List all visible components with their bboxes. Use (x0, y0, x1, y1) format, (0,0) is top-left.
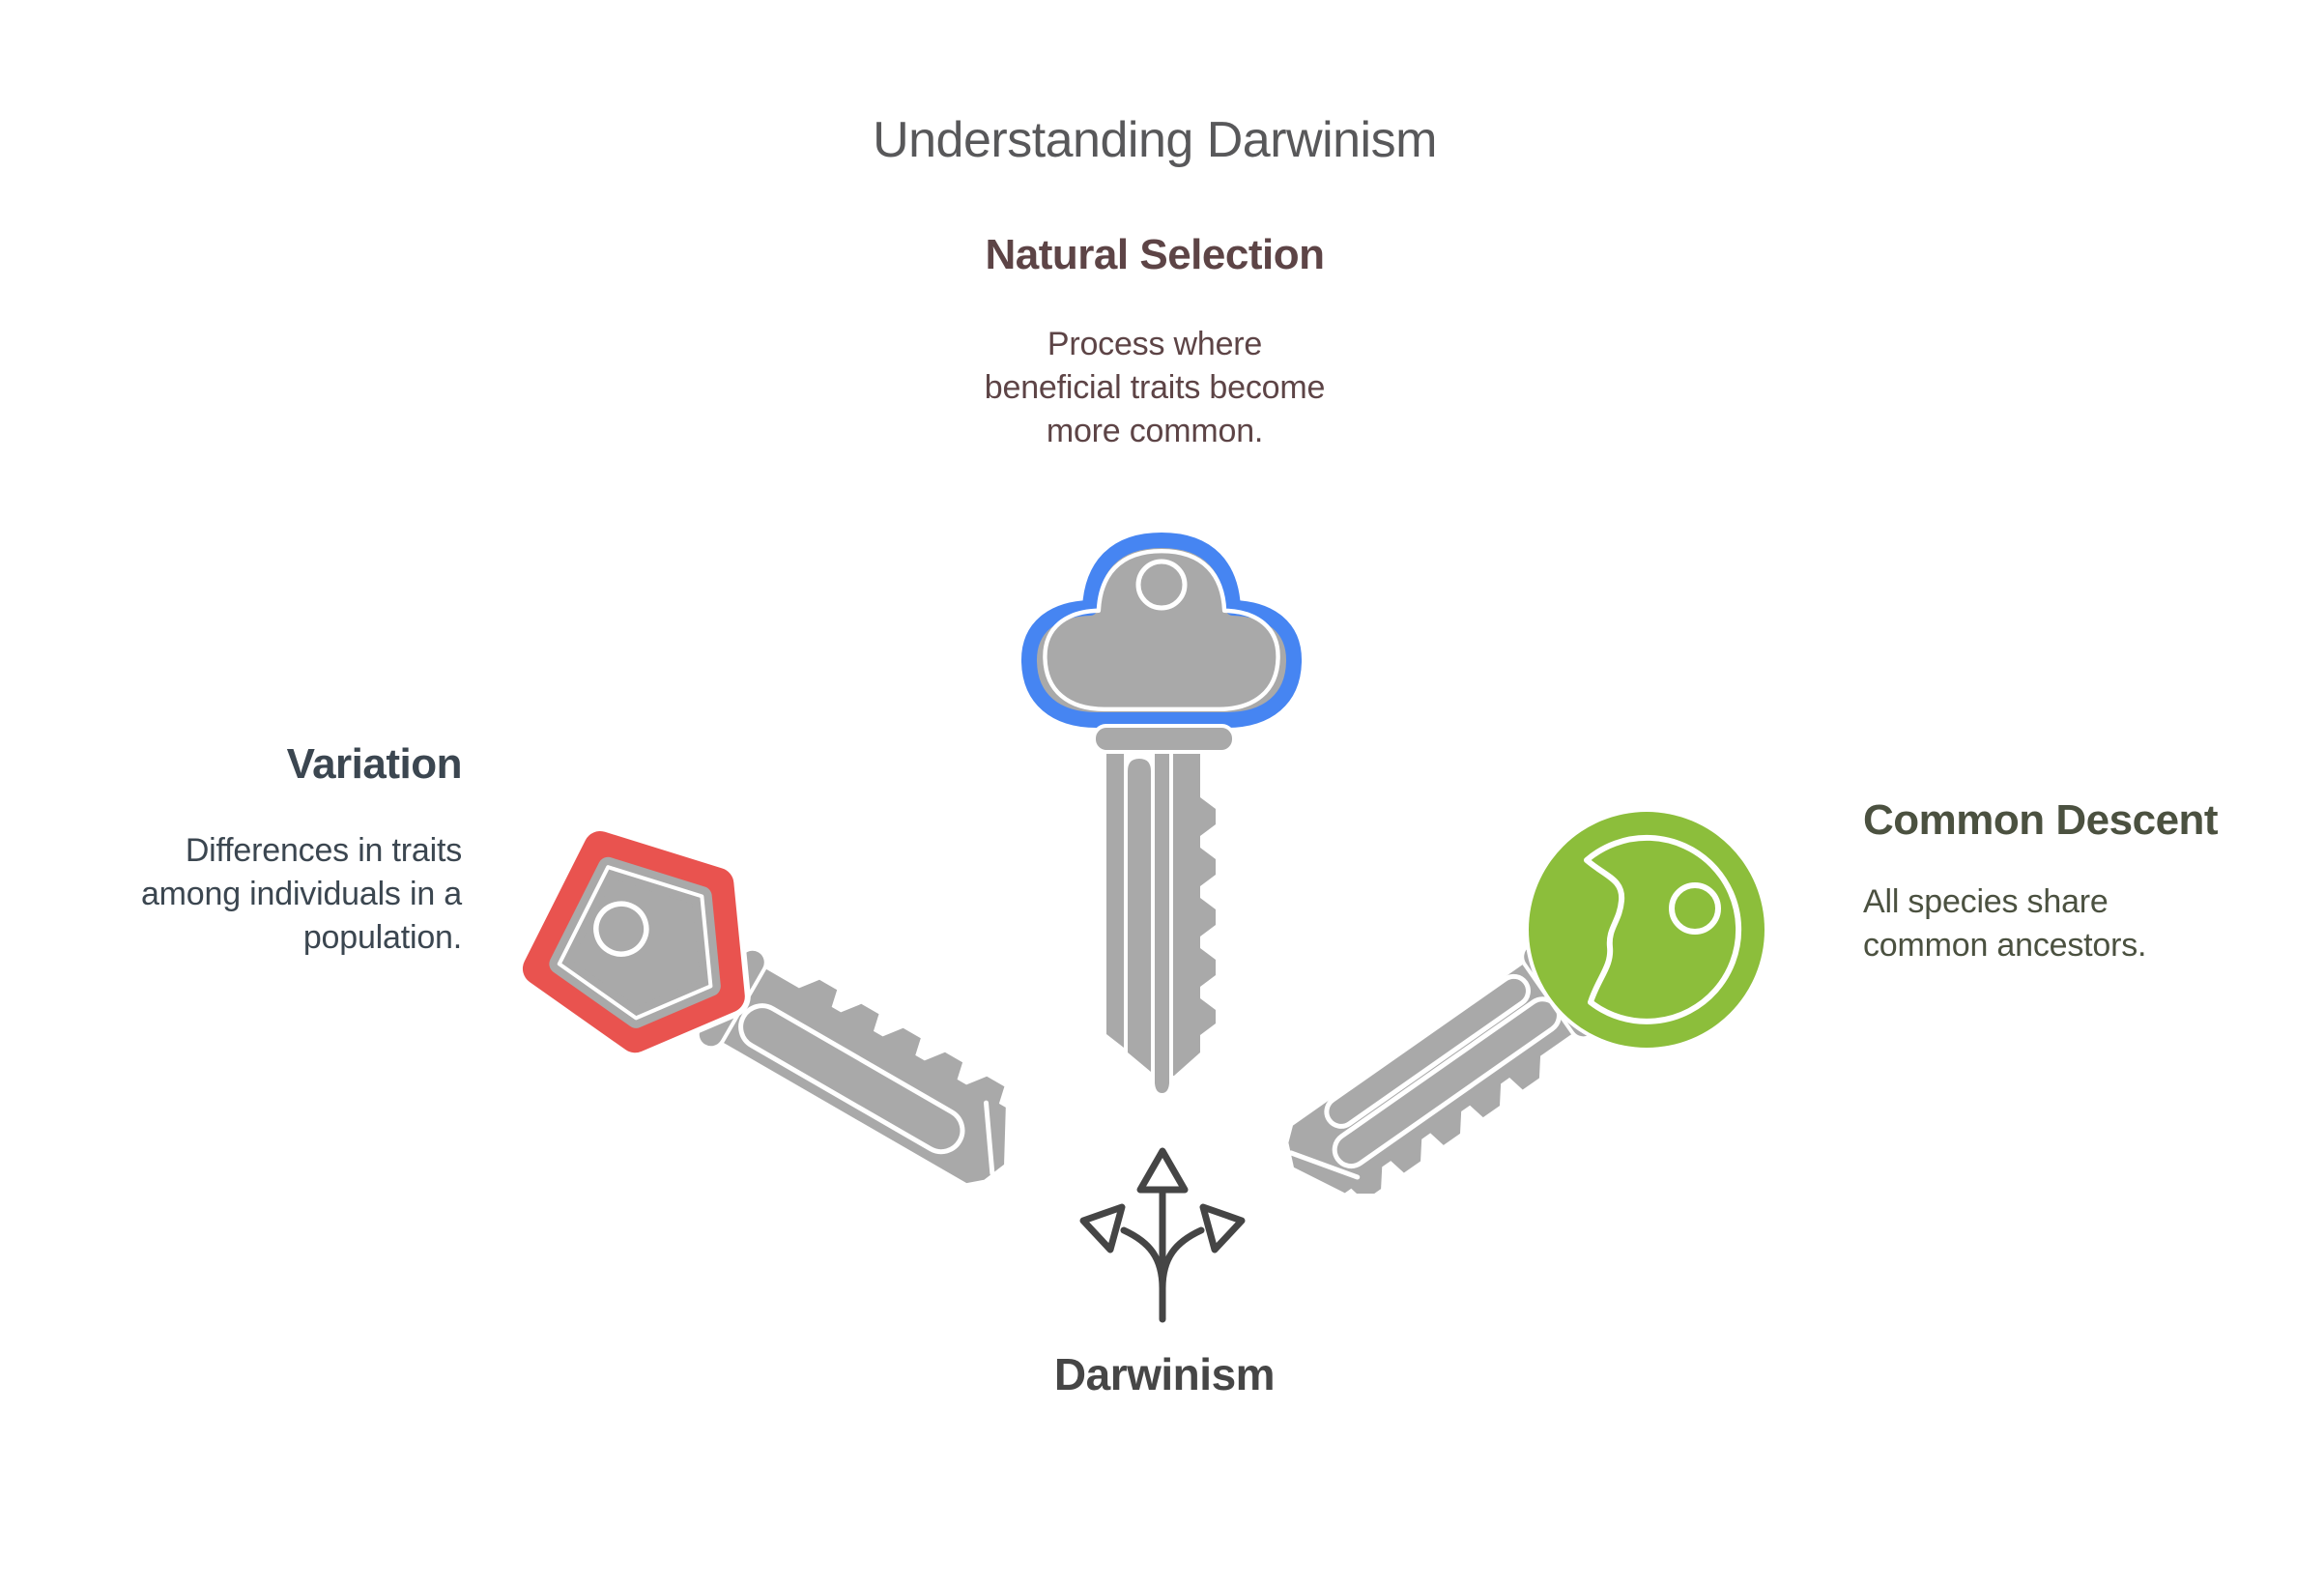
concept-title-common-descent: Common Descent (1863, 796, 2219, 844)
key-head-pentagon (516, 824, 751, 1059)
desc-line: Process where (1047, 326, 1263, 362)
arrowhead-up (1136, 1147, 1189, 1194)
key-collar (1092, 724, 1236, 754)
key-head-cloud (1021, 533, 1302, 728)
common-descent-key-icon (1288, 808, 1768, 1194)
desc-line: All species share (1863, 883, 2109, 920)
desc-line: common ancestors. (1863, 927, 2147, 964)
key-shaft (1288, 961, 1576, 1194)
darwinism-label: Darwinism (1053, 1349, 1276, 1399)
concept-desc-natural-selection: Process where beneficial traits become m… (672, 323, 1638, 453)
desc-line: population. (302, 919, 462, 956)
concept-title-variation: Variation (286, 740, 463, 788)
key-shaft (718, 965, 1006, 1184)
page-title: Understanding Darwinism (873, 112, 1437, 168)
desc-line: among individuals in a (140, 876, 462, 912)
concept-desc-common-descent: All species share common ancestors. (1863, 880, 2317, 967)
desc-line: more common. (1046, 413, 1264, 449)
concept-desc-variation: Differences in traits among individuals … (27, 829, 462, 960)
variation-key-icon (516, 824, 1006, 1184)
arrowhead-left (1079, 1203, 1126, 1254)
key-hole (1669, 882, 1721, 935)
desc-line: beneficial traits become (984, 369, 1326, 406)
key-shaft (1106, 754, 1216, 1093)
natural-selection-key-icon (1021, 533, 1302, 1093)
key-head-circle (1525, 808, 1768, 1052)
key-hole (593, 901, 649, 957)
three-way-arrows-icon (1079, 1147, 1246, 1323)
arrowhead-right (1199, 1203, 1246, 1254)
key-hole (1135, 559, 1188, 611)
desc-line: Differences in traits (185, 832, 462, 869)
concept-title-natural-selection: Natural Selection (985, 231, 1325, 278)
